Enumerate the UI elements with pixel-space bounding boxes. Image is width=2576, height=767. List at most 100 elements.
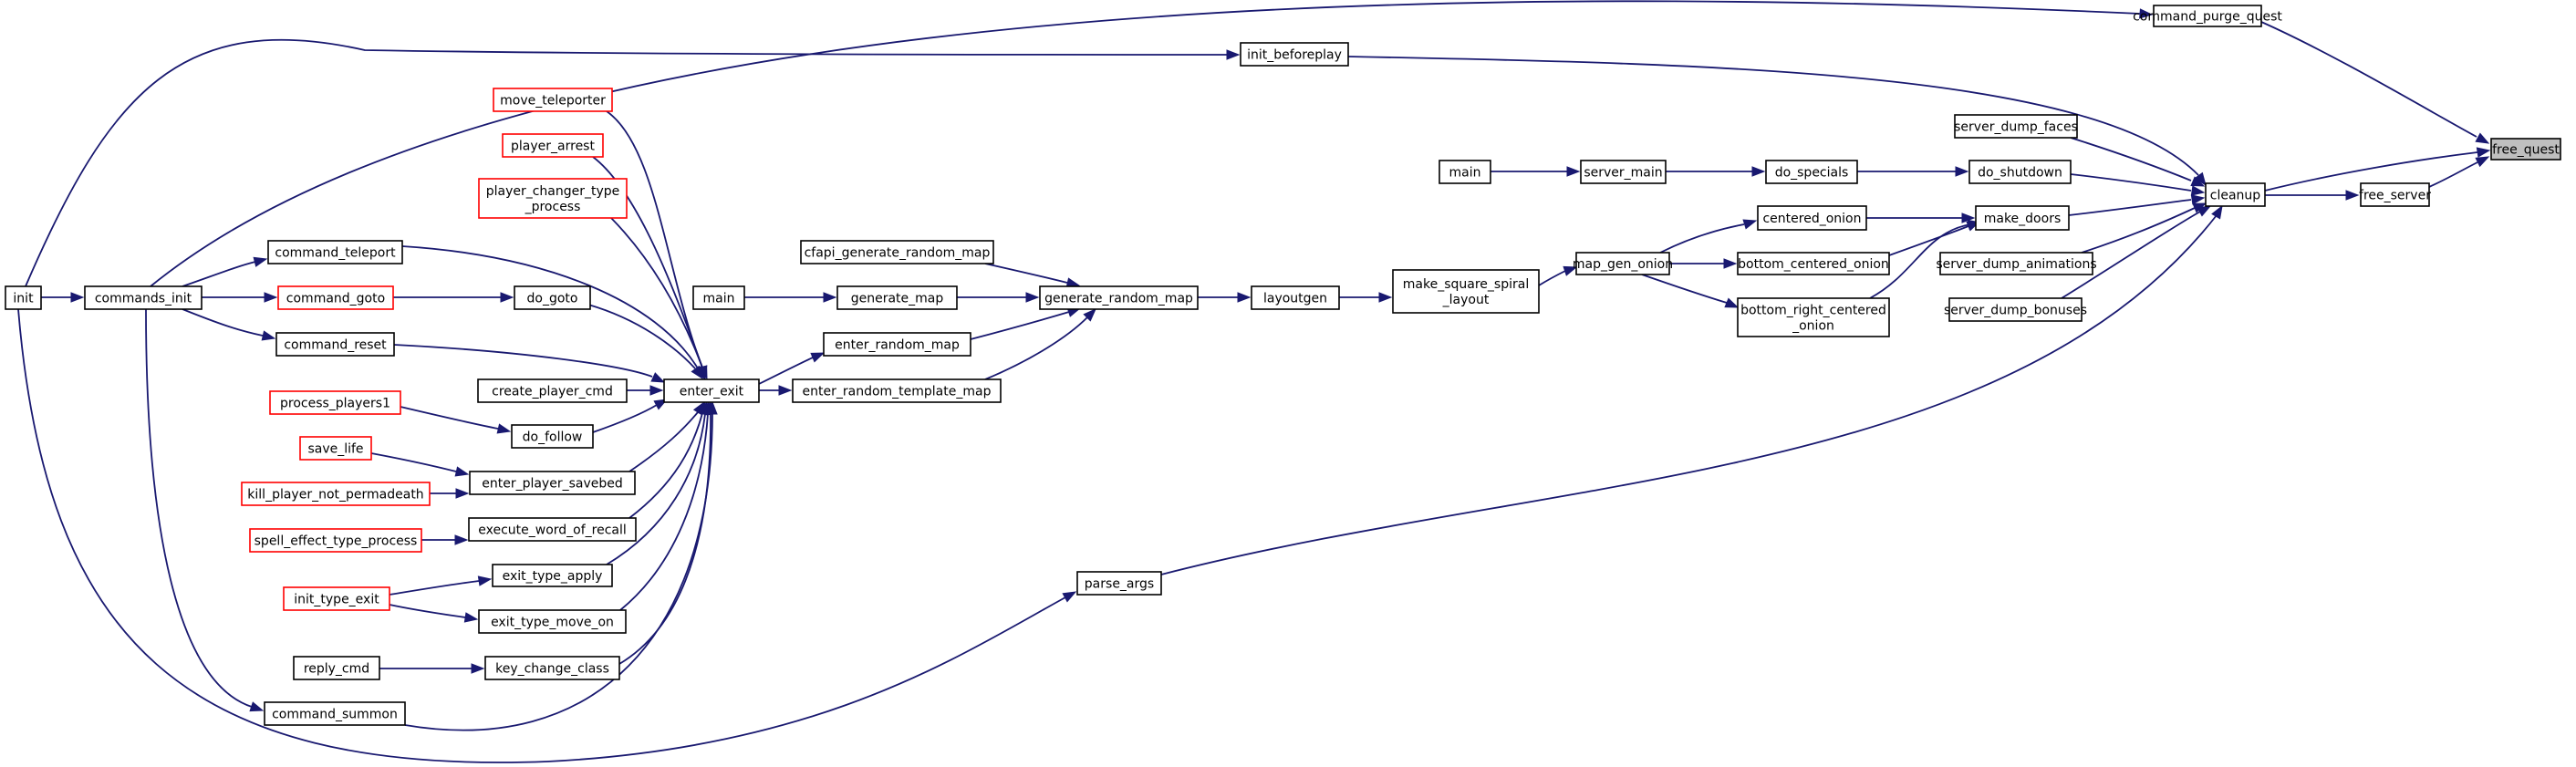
node-enter-exit[interactable]: enter_exit [663, 378, 760, 403]
node-player-changer-type-process[interactable]: player_changer_type_process [478, 178, 628, 219]
node-reply-cmd[interactable]: reply_cmd [293, 656, 380, 680]
node-do-goto[interactable]: do_goto [514, 285, 591, 310]
node-process-players1[interactable]: process_players1 [269, 390, 401, 415]
node-layoutgen[interactable]: layoutgen [1251, 285, 1340, 310]
node-label-line: enter_random_map [835, 338, 960, 353]
node-label: command_purge_quest [2133, 10, 2282, 25]
node-exit-type-move-on[interactable]: exit_type_move_on [478, 609, 627, 634]
node-server-dump-bonuses[interactable]: server_dump_bonuses [1944, 297, 2087, 322]
node-label: cfapi_generate_random_map [805, 246, 991, 261]
edge-commands_init-to-command_teleport [182, 256, 268, 287]
edge-line [401, 245, 699, 369]
node-command-purge-quest[interactable]: command_purge_quest [2133, 5, 2282, 27]
node-init-beforeplay[interactable]: init_beforeplay [1240, 42, 1349, 67]
node-make-square-spiral-layout[interactable]: make_square_spiral_layout [1392, 269, 1540, 314]
node-command-teleport[interactable]: command_teleport [267, 240, 403, 264]
edge-line [2264, 151, 2478, 192]
node-label: generate_map [851, 292, 944, 306]
node-label: command_summon [272, 708, 398, 722]
node-box [1939, 252, 2093, 275]
node-command-goto[interactable]: command_goto [277, 285, 394, 310]
edge-main_a-to-server_main [1491, 166, 1581, 177]
node-exit-type-apply[interactable]: exit_type_apply [492, 564, 613, 587]
node-label-line: enter_random_template_map [803, 385, 992, 399]
node-label: player_changer_type_process [486, 184, 620, 214]
node-kill-player-not-permadeath[interactable]: kill_player_not_permadeath [241, 482, 431, 506]
edge-line [1347, 56, 2199, 176]
node-box [493, 88, 613, 112]
edge-arrowhead [649, 385, 664, 396]
node-enter-player-savebed[interactable]: enter_player_savebed [469, 471, 636, 495]
edge-init-to-init_beforeplay [25, 38, 1241, 287]
node-centered-onion[interactable]: centered_onion [1757, 205, 1867, 231]
edge-init_type_exit-to-exit_type_apply [389, 575, 493, 596]
node-label: server_main [1584, 166, 1662, 181]
node-map-gen-onion[interactable]: map_gen_onion [1573, 252, 1673, 275]
edge-arrowhead [2211, 204, 2223, 220]
node-label: generate_random_map [1044, 292, 1193, 306]
node-do-specials[interactable]: do_specials [1765, 160, 1858, 184]
edge-arrowhead [264, 292, 278, 303]
node-bottom-right-centered-onion[interactable]: bottom_right_centered_onion [1737, 297, 1890, 337]
node-label: cleanup [2210, 189, 2261, 203]
node-save-life[interactable]: save_life [299, 436, 372, 461]
node-label-line: centered_onion [1762, 212, 1861, 226]
node-spell-effect-type-process[interactable]: spell_effect_type_process [249, 528, 422, 553]
node-label: init_type_exit [294, 593, 379, 607]
edge-enter_exit-to-enter_random_template_map [759, 385, 793, 396]
node-do-follow[interactable]: do_follow [511, 424, 594, 449]
edge-map_gen_onion-to-bottom_right_centered_onion [1641, 274, 1740, 308]
edge-line [606, 110, 703, 368]
node-box [478, 178, 628, 219]
node-label-line: enter_exit [680, 385, 744, 399]
node-server-main[interactable]: server_main [1580, 160, 1667, 184]
node-player-arrest[interactable]: player_arrest [502, 133, 604, 158]
node-generate-map[interactable]: generate_map [836, 285, 958, 310]
node-label: kill_player_not_permadeath [247, 488, 423, 503]
node-cfapi-generate-random-map[interactable]: cfapi_generate_random_map [800, 240, 994, 264]
node-enter-random-map[interactable]: enter_random_map [823, 332, 971, 357]
edge-line [150, 0, 2141, 287]
node-init-type-exit[interactable]: init_type_exit [283, 586, 390, 611]
edge-line [758, 357, 814, 385]
node-enter-random-template-map[interactable]: enter_random_template_map [792, 378, 1002, 403]
node-box [477, 378, 628, 403]
edge-arrowhead [650, 372, 666, 383]
edge-arrowhead [823, 292, 837, 303]
edge-line [628, 412, 703, 519]
node-main-b[interactable]: main [692, 285, 745, 310]
node-make-doors[interactable]: make_doors [1975, 205, 2070, 231]
node-parse-args[interactable]: parse_args [1076, 571, 1162, 596]
node-command-reset[interactable]: command_reset [275, 332, 395, 357]
edge-line [25, 38, 1228, 287]
node-execute-word-of-recall[interactable]: execute_word_of_recall [468, 517, 637, 542]
node-commands-init[interactable]: commands_init [84, 285, 203, 310]
edge-arrowhead [454, 466, 470, 477]
node-label: spell_effect_type_process [254, 534, 418, 549]
node-command-summon[interactable]: command_summon [264, 701, 406, 726]
node-do-shutdown[interactable]: do_shutdown [1968, 160, 2072, 184]
node-key-change-class[interactable]: key_change_class [484, 656, 620, 680]
node-server-dump-animations[interactable]: server_dump_animations [1936, 252, 2097, 275]
node-free-server[interactable]: free_server [2359, 182, 2431, 207]
node-label-line: server_dump_animations [1936, 257, 2096, 272]
node-free-quest[interactable]: free_quest [2490, 138, 2561, 161]
node-label: enter_exit [680, 385, 744, 399]
node-box [1737, 297, 1890, 337]
node-label-line: do_specials [1775, 166, 1849, 181]
node-init[interactable]: init [5, 285, 42, 310]
node-cleanup[interactable]: cleanup [2205, 182, 2266, 207]
node-box [264, 701, 406, 726]
edge-arrowhead [2197, 205, 2212, 217]
node-label-line: generate_random_map [1044, 292, 1193, 306]
edge-kill_player_not_permadeath-to-enter_player_savebed [430, 488, 470, 499]
node-bottom-centered-onion[interactable]: bottom_centered_onion [1737, 252, 1890, 275]
node-server-dump-faces[interactable]: server_dump_faces [1954, 114, 2078, 139]
node-label-line: layoutgen [1263, 292, 1327, 306]
node-move-teleporter[interactable]: move_teleporter [493, 88, 613, 112]
node-create-player-cmd[interactable]: create_player_cmd [477, 378, 628, 403]
node-generate-random-map[interactable]: generate_random_map [1039, 285, 1199, 310]
node-main-a[interactable]: main [1439, 160, 1491, 184]
edge-enter_random_map-to-generate_random_map [970, 306, 1082, 340]
node-label-line: enter_player_savebed [482, 477, 623, 492]
